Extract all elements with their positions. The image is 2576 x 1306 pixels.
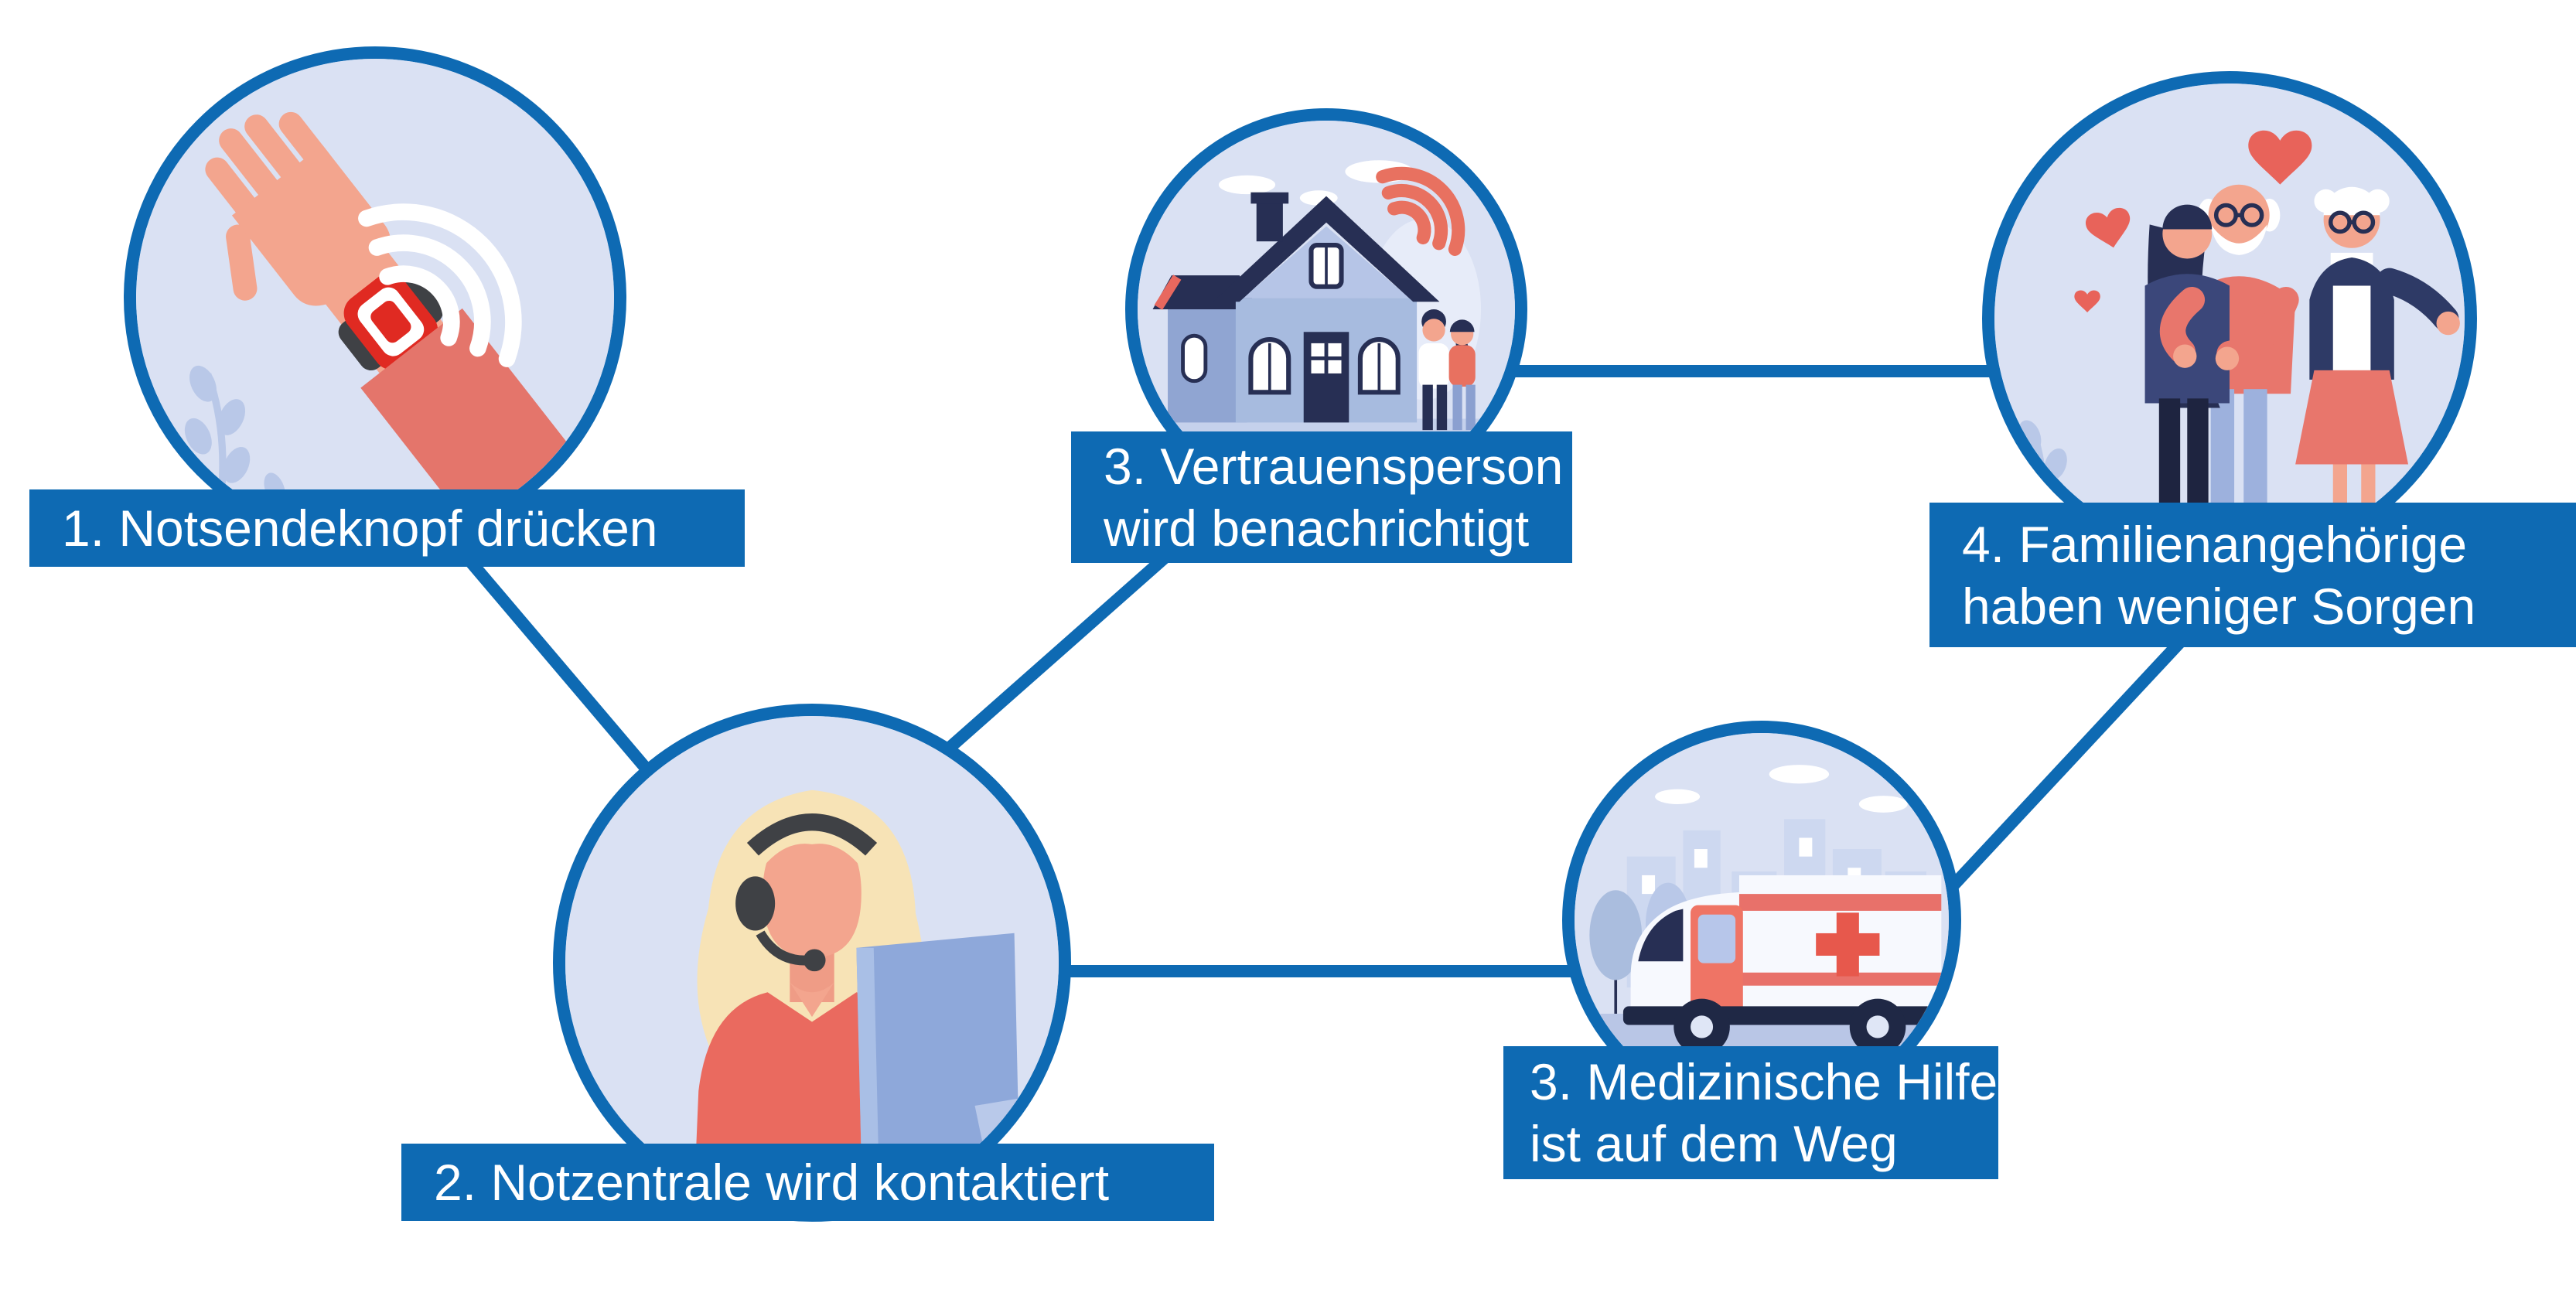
step-2-label: 2. Notzentrale wird kontaktiert: [401, 1144, 1214, 1221]
step-4-label: 4. Familienangehörige haben weniger Sorg…: [1929, 503, 2576, 647]
face-icon: [763, 829, 862, 958]
step-3b-circle: [1562, 721, 1961, 1120]
hearts-icon: [2074, 130, 2312, 312]
headset-icon: [735, 813, 878, 972]
grandmother-icon: [2295, 186, 2460, 530]
family-illustration: [1994, 84, 2465, 554]
step-3b-label: 3. Medizinische Hilfe ist auf dem Weg: [1503, 1046, 1998, 1179]
signal-waves-icon: [358, 203, 522, 367]
hugging-arms-icon: [2159, 286, 2299, 370]
step-4-circle: [1982, 71, 2477, 566]
ambulance-illustration: [1575, 733, 1949, 1107]
emergency-watch-illustration: [136, 59, 614, 537]
step-2-circle: [553, 704, 1071, 1222]
step-1-label: 1. Notsendeknopf drücken: [29, 489, 745, 567]
ambulance-icon: [1622, 875, 1942, 1055]
alarm-signal-icon: [1376, 166, 1465, 256]
clouds-icon: [1655, 765, 1908, 813]
call-center-illustration: [565, 716, 1059, 1209]
step-1-circle: [124, 46, 626, 549]
monitor-icon: [856, 933, 1019, 1161]
house-icon: [1152, 192, 1440, 423]
step-3a-label: 3. Vertrauensperson wird benachrichtigt: [1071, 431, 1572, 563]
couple-icon: [1418, 309, 1476, 431]
